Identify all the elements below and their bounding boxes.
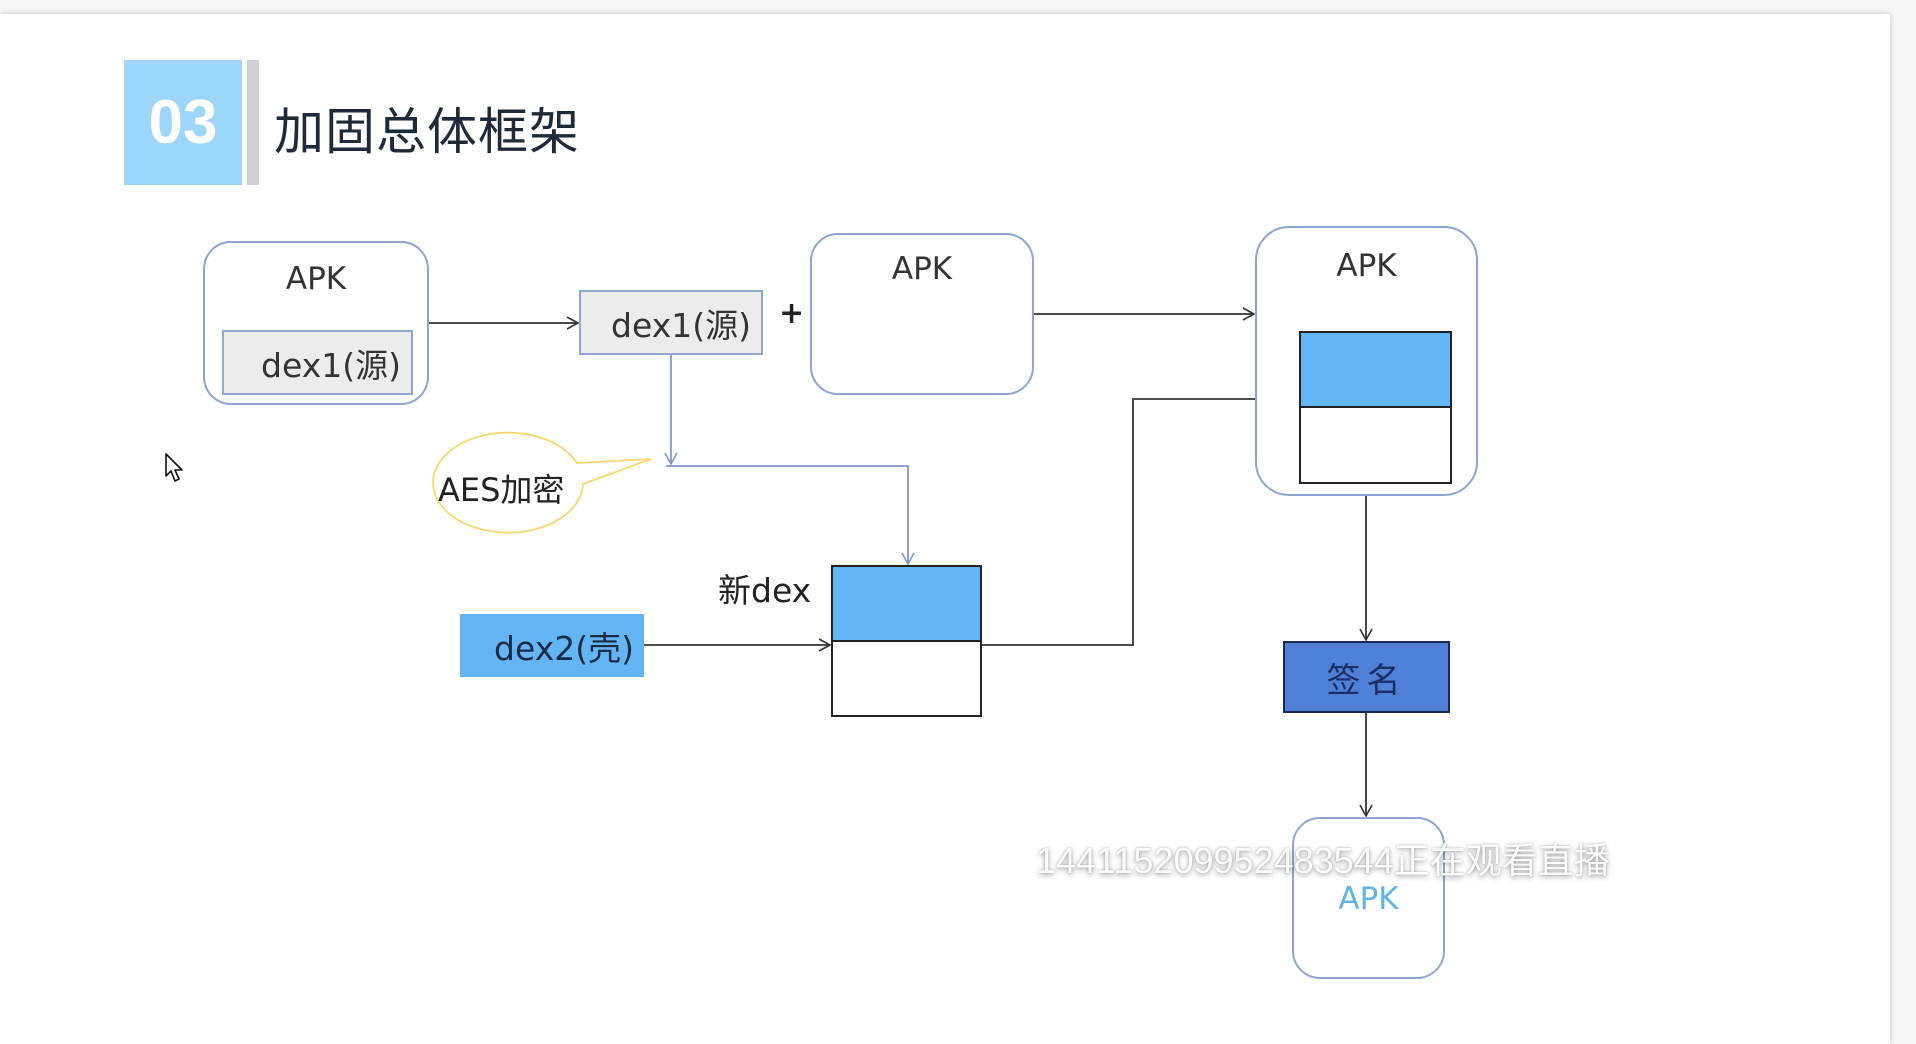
sign-step-label: 签名 [1326, 660, 1407, 701]
slide-title: 加固总体框架 [274, 103, 580, 161]
plus-sign: + [779, 296, 805, 331]
mouse-cursor-icon [165, 453, 183, 482]
shell-apk-box: APK [810, 233, 1034, 395]
slide-canvas [0, 14, 1890, 1044]
sign-step-box: 签名 [1283, 641, 1450, 713]
section-number: 03 [148, 88, 218, 157]
new-dex-label: 新dex [718, 571, 812, 610]
extracted-dex1-box: dex1(源) [579, 290, 763, 355]
merged-apk-dex-shell-section [1299, 406, 1452, 484]
merged-apk-label: APK [1336, 248, 1397, 284]
live-viewer-watermark: 144115209952483544正在观看直播 [1036, 840, 1610, 881]
source-apk-dex1-box: dex1(源) [222, 330, 413, 395]
shell-apk-label: APK [891, 251, 953, 287]
merged-apk-dex-encrypted-section [1299, 331, 1452, 408]
extracted-dex1-label: dex1(源) [611, 305, 751, 345]
final-apk-label: APK [1338, 881, 1399, 917]
section-divider-bar [247, 60, 259, 185]
shell-dex2-box: dex2(壳) [460, 614, 644, 677]
section-number-badge: 03 [124, 60, 242, 185]
source-apk-label: APK [285, 261, 347, 297]
source-apk-dex1-label: dex1(源) [261, 345, 401, 385]
new-dex-shell-section [831, 640, 982, 717]
shell-dex2-label: dex2(壳) [494, 628, 634, 668]
final-apk-box: APK [1292, 817, 1445, 979]
aes-callout-label: AES加密 [438, 471, 565, 509]
new-dex-encrypted-section [831, 565, 982, 642]
